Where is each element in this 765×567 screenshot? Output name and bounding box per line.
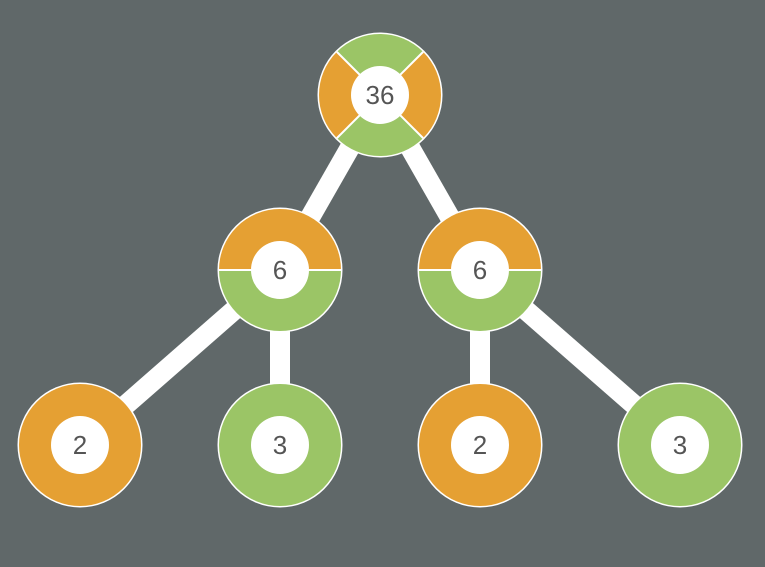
node-segment <box>319 51 380 139</box>
node-value: 2 <box>73 430 87 460</box>
node-center <box>451 416 509 474</box>
node-center <box>251 241 309 299</box>
tree-node: 36 <box>317 32 443 158</box>
node-segment <box>419 209 541 270</box>
node-center <box>351 66 409 124</box>
node-segment <box>219 270 341 331</box>
node-center <box>51 416 109 474</box>
tree-node: 2 <box>417 382 543 508</box>
node-value: 2 <box>473 430 487 460</box>
node-segment <box>336 34 424 95</box>
tree-node: 2 <box>17 382 143 508</box>
node-segment <box>380 51 441 139</box>
tree-node: 6 <box>417 207 543 333</box>
node-segment <box>219 209 341 270</box>
node-center <box>451 241 509 299</box>
node-center <box>251 416 309 474</box>
tree-node: 3 <box>617 382 743 508</box>
node-value: 6 <box>473 255 487 285</box>
node-value: 3 <box>673 430 687 460</box>
node-segment <box>336 95 424 156</box>
tree-node: 6 <box>217 207 343 333</box>
node-value: 3 <box>273 430 287 460</box>
tree-node: 3 <box>217 382 343 508</box>
node-value: 6 <box>273 255 287 285</box>
node-center <box>651 416 709 474</box>
node-value: 36 <box>366 80 395 110</box>
node-segment <box>419 270 541 331</box>
